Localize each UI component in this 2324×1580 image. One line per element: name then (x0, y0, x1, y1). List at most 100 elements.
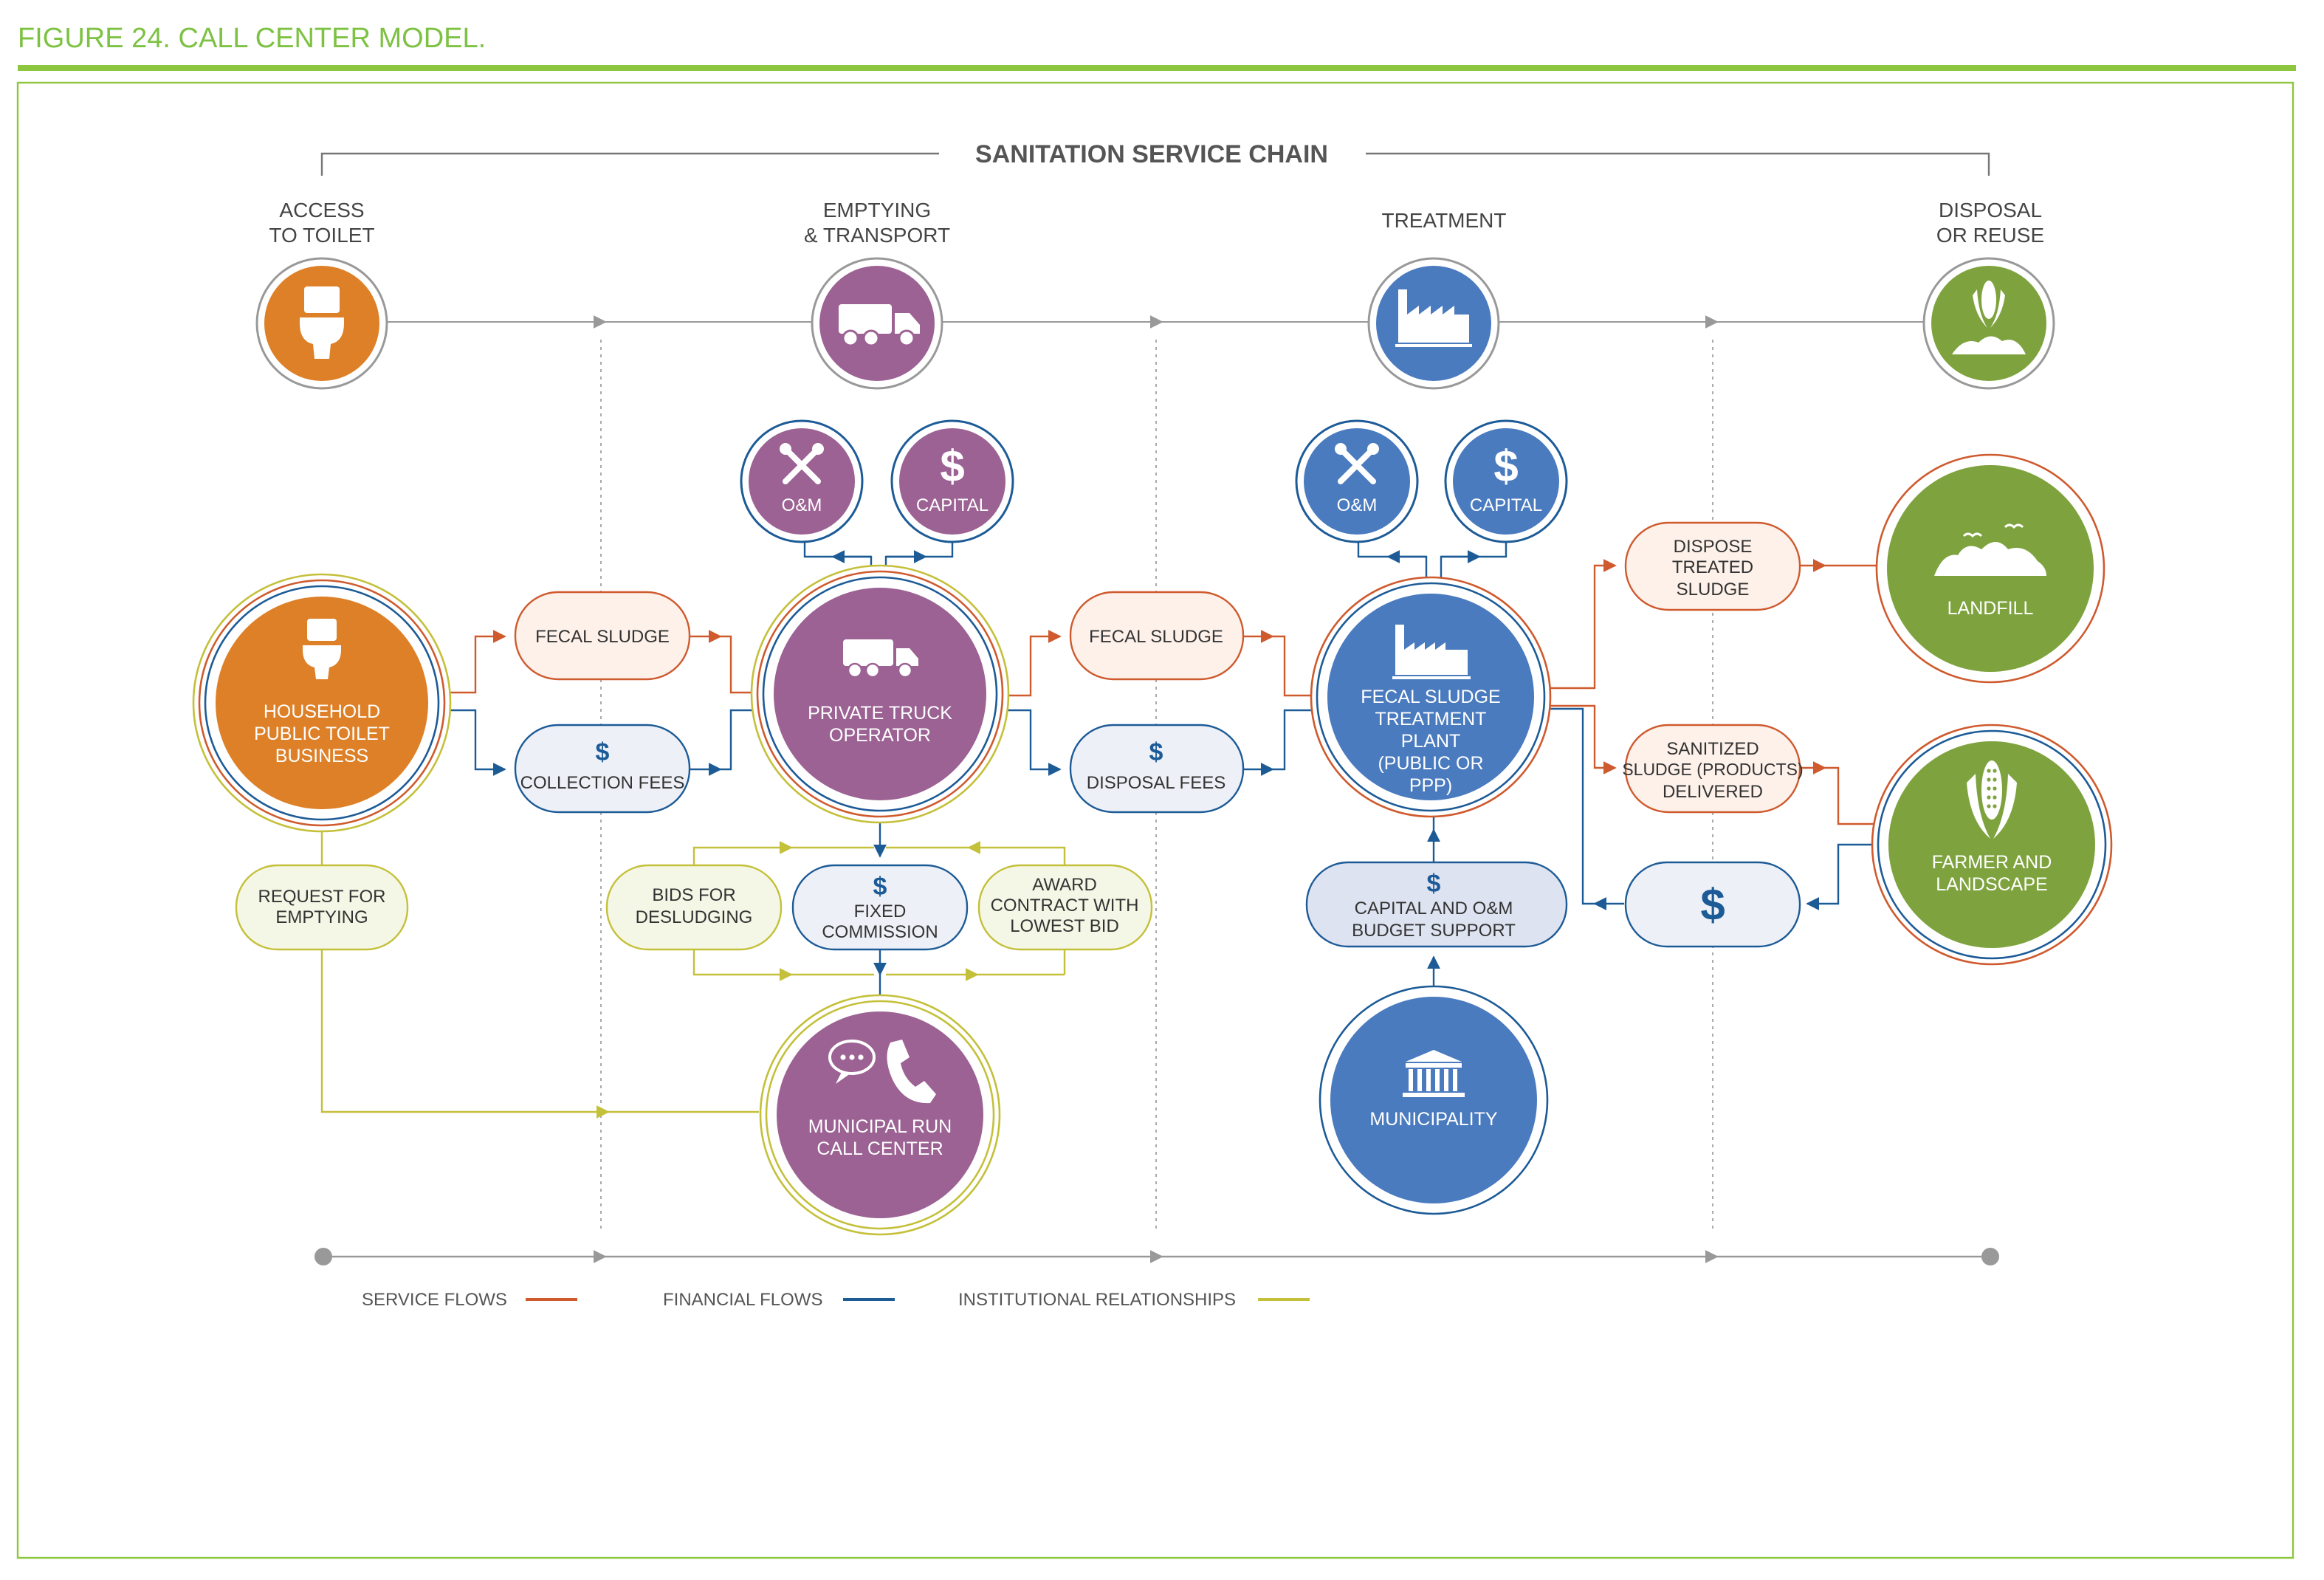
figure-frame (16, 81, 2294, 1559)
truck-line1: PRIVATE TRUCK (808, 703, 952, 724)
flow-plant-dispose (1550, 559, 1617, 690)
inst-award-top (977, 846, 1066, 865)
disposal-fees-label: DISPOSAL FEES (1087, 773, 1226, 793)
chat-icon (828, 1040, 876, 1084)
om-label: O&M (1337, 495, 1378, 515)
request-line2: EMPTYING (275, 907, 368, 927)
inst-request-callcenter (320, 949, 610, 1119)
flow-payment-plant (1550, 707, 1624, 905)
treatment-plant-node: FECAL SLUDGE TREATMENT PLANT (PUBLIC OR … (1310, 576, 1552, 818)
title-rule (18, 65, 2296, 71)
stage-icon-truck (811, 257, 943, 390)
household-line1: HOUSEHOLD (264, 701, 380, 722)
stage-separators (600, 340, 1713, 1233)
sanitized-line3: DELIVERED (1663, 782, 1763, 802)
household-node: HOUSEHOLD PUBLIC TOILET BUSINESS (192, 573, 452, 833)
dollar-icon: $ (873, 873, 887, 901)
landfill-icon (1934, 523, 2046, 576)
request-line1: REQUEST FOR (258, 887, 386, 907)
bids-line1: BIDS FOR (652, 885, 735, 905)
municipality-label: MUNICIPALITY (1369, 1109, 1497, 1130)
truck-icon (839, 304, 920, 347)
household-line3: BUSINESS (275, 746, 368, 766)
bids-line2: DESLUDGING (636, 907, 753, 927)
flow-fees-truck-in-2 (721, 709, 756, 771)
call-center-node: MUNICIPAL RUN CALL CENTER (759, 994, 1001, 1236)
flow-sludge-truck-out (998, 630, 1062, 697)
flow-farmer-payment (1806, 843, 1878, 910)
legend-institutional-label: INSTITUTIONAL RELATIONSHIPS (958, 1290, 1236, 1310)
plant-line5: PPP) (1409, 775, 1452, 796)
stage-icon-factory (1367, 257, 1500, 390)
commission-line2: COMMISSION (822, 922, 938, 942)
household-line2: PUBLIC TOILET (254, 724, 390, 744)
flow-plant-om (1357, 540, 1428, 577)
truck-capital-circle: $ CAPITAL (890, 419, 1014, 543)
plant-line3: PLANT (1401, 731, 1461, 752)
dollar-icon: $ (1493, 442, 1518, 491)
chain-title: SANITATION SERVICE CHAIN (975, 140, 1328, 168)
service-chain-bracket: SANITATION SERVICE CHAIN (320, 140, 1990, 176)
farmer-node: FARMER AND LANDSCAPE (1871, 724, 2113, 966)
fecal-sludge-pill-1: FECAL SLUDGE (514, 591, 691, 681)
capital-label: CAPITAL (916, 495, 989, 515)
collection-fees-label: COLLECTION FEES (520, 773, 685, 793)
flow-sludge-plant-in-2 (1273, 635, 1314, 697)
stage-access-line2: TO TOILET (269, 224, 374, 247)
legend-service-label: SERVICE FLOWS (362, 1290, 507, 1310)
landfill-node: LANDFILL (1875, 453, 2105, 684)
fecal-sludge-pill-2: FECAL SLUDGE (1069, 591, 1245, 681)
dollar-icon: $ (940, 442, 964, 491)
toilet-icon (303, 619, 341, 679)
truck-icon (843, 639, 918, 679)
collection-fees-pill: $ COLLECTION FEES (514, 724, 691, 814)
plant-capital-circle: $ CAPITAL (1444, 419, 1568, 543)
sanitized-sludge-pill: SANITIZED SLUDGE (PRODUCTS) DELIVERED (1622, 724, 1804, 814)
farmer-payment-pill: $ (1624, 861, 1801, 948)
farmer-line1: FARMER AND (1932, 852, 2052, 873)
flow-plant-capital (1440, 540, 1507, 577)
tools-icon (783, 446, 821, 484)
truck-om-circle: O&M (740, 419, 864, 543)
stage-access-line1: ACCESS (279, 199, 364, 221)
legend: SERVICE FLOWS FINANCIAL FLOWS INSTITUTIO… (362, 1290, 1310, 1310)
inst-bids-top (692, 841, 793, 865)
plant-line2: TREATMENT (1375, 709, 1487, 729)
figure-title: FIGURE 24. CALL CENTER MODEL. (18, 23, 486, 54)
plant-line4: (PUBLIC OR (1378, 753, 1483, 774)
corn-icon (1967, 760, 2017, 839)
flow-sanitized-farmer-2 (1825, 766, 1875, 825)
stage-icon-toilet (255, 257, 388, 390)
support-line2: BUDGET SUPPORT (1352, 921, 1516, 941)
dispose-line3: SLUDGE (1677, 580, 1750, 600)
toilet-icon (300, 286, 344, 359)
farmer-line2: LANDSCAPE (1936, 874, 2047, 895)
inst-bids-bottom (692, 949, 793, 981)
award-line3: LOWEST BID (1010, 916, 1119, 936)
plant-line1: FECAL SLUDGE (1361, 687, 1500, 707)
factory-icon (1392, 625, 1471, 679)
dollar-icon: $ (1149, 738, 1163, 766)
factory-icon (1395, 289, 1472, 347)
flow-fees-household-out (443, 709, 506, 776)
award-line1: AWARD (1032, 875, 1097, 895)
phone-icon (887, 1040, 936, 1104)
stage-disposal-line1: DISPOSAL (1939, 199, 2042, 221)
dispose-line1: DISPOSE (1674, 537, 1753, 557)
fixed-commission-pill: $ FIXED COMMISSION (791, 864, 969, 951)
callcenter-line1: MUNICIPAL RUN (808, 1116, 952, 1137)
stage-emptying-line2: & TRANSPORT (804, 224, 950, 247)
support-line1: CAPITAL AND O&M (1355, 899, 1513, 918)
truck-operator-node: PRIVATE TRUCK OPERATOR (750, 564, 1010, 824)
fecal-sludge-label: FECAL SLUDGE (535, 627, 670, 647)
corn-icon (1952, 281, 2026, 354)
dollar-icon: $ (1427, 870, 1441, 898)
bottom-timeline (314, 1248, 1999, 1265)
flow-sludge-household-out (443, 630, 506, 694)
fecal-sludge-label: FECAL SLUDGE (1089, 627, 1223, 647)
legend-financial-label: FINANCIAL FLOWS (663, 1290, 822, 1310)
award-contract-pill: AWARD CONTRACT WITH LOWEST BID (977, 864, 1153, 951)
truck-line2: OPERATOR (829, 725, 931, 746)
municipality-node: MUNICIPALITY (1319, 985, 1549, 1215)
